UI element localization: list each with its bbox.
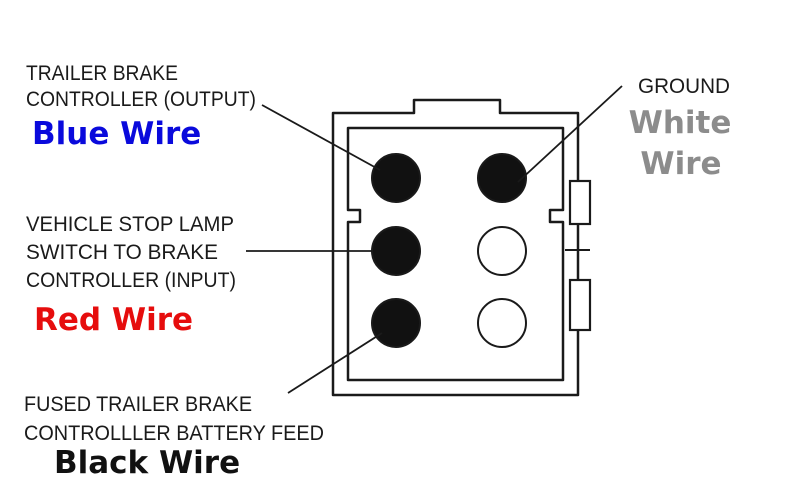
white-wire-label-line-1: White <box>629 105 732 141</box>
label-stop-lamp-line-2: SWITCH TO BRAKE <box>26 241 218 264</box>
blue-wire-label: Blue Wire <box>32 116 201 152</box>
latch-tab-upper <box>568 179 592 226</box>
leader-line-black <box>287 332 383 394</box>
pin-bottom-right <box>477 298 527 348</box>
label-stop-lamp-line-3: CONTROLLER (INPUT) <box>26 269 236 292</box>
black-wire-label: Black Wire <box>54 445 240 481</box>
pin-top-left <box>371 153 421 203</box>
leader-line-white <box>517 85 623 183</box>
label-ground: GROUND <box>638 75 730 98</box>
connector-housing-outer <box>331 98 580 397</box>
label-battery-feed-line-2: CONTROLLLER BATTERY FEED <box>24 422 324 445</box>
pin-bottom-left <box>371 298 421 348</box>
pin-grid <box>371 153 527 348</box>
label-stop-lamp-line-1: VEHICLE STOP LAMP <box>26 213 234 236</box>
label-trailer-brake-line-1: TRAILER BRAKE <box>26 62 178 85</box>
white-wire-label-line-2: Wire <box>640 146 721 182</box>
leader-line-blue <box>261 104 381 171</box>
pin-middle-left <box>371 226 421 276</box>
label-trailer-brake-line-2: CONTROLLER (OUTPUT) <box>26 88 256 111</box>
pin-top-right <box>477 153 527 203</box>
latch-tab-lower <box>568 278 592 332</box>
label-battery-feed-line-1: FUSED TRAILER BRAKE <box>24 393 252 416</box>
red-wire-label: Red Wire <box>34 302 193 338</box>
connector-housing-inner <box>346 126 565 382</box>
pin-middle-right <box>477 226 527 276</box>
